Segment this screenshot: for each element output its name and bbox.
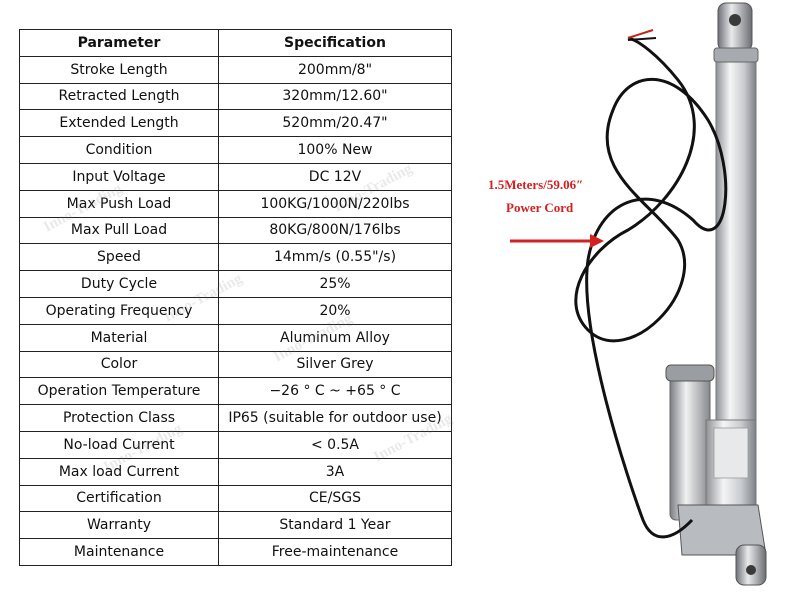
value-cell: 100KG/1000N/220lbs [218,189,452,218]
parameter-cell: Condition [19,136,219,164]
header-specification: Specification [218,29,452,57]
table-row: Operation Temperature−26 ° C ~ +65 ° C [19,377,452,406]
value-cell: 80KG/800N/176lbs [218,216,452,245]
parameter-cell: Stroke Length [19,55,219,84]
parameter-cell: Maintenance [19,538,219,566]
cord-name-label: Power Cord [506,200,574,215]
value-cell: −26 ° C ~ +65 ° C [218,377,452,406]
parameter-cell: Certification [19,484,219,513]
header-parameter: Parameter [19,29,219,57]
parameter-cell: Extended Length [19,109,219,138]
parameter-cell: Max Pull Load [19,216,219,245]
value-cell: 200mm/8" [218,55,452,84]
value-cell: CE/SGS [218,484,452,513]
value-cell: Free-maintenance [218,538,452,566]
value-cell: 320mm/12.60" [218,82,452,111]
value-cell: 3A [218,457,452,486]
linear-actuator-photo [510,2,767,586]
value-cell: Silver Grey [218,350,452,379]
value-cell: IP65 (suitable for outdoor use) [218,404,452,432]
parameter-cell: Input Voltage [19,162,219,191]
parameter-cell: Color [19,350,219,379]
value-cell: 25% [218,270,452,298]
value-cell: 520mm/20.47" [218,109,452,138]
value-cell: DC 12V [218,162,452,191]
parameter-cell: No-load Current [19,430,219,459]
cord-length-label: 1.5Meters/59.06″ [488,177,584,192]
parameter-cell: Operation Temperature [19,377,219,406]
value-cell: 14mm/s (0.55"/s) [218,243,452,272]
parameter-cell: Operating Frequency [19,296,219,325]
table-header-row: Parameter Specification [19,29,452,57]
value-cell: 100% New [218,136,452,164]
value-cell: Aluminum Alloy [218,323,452,352]
table-row: No-load Current< 0.5A [19,430,452,459]
parameter-cell: Material [19,323,219,352]
parameter-cell: Warranty [19,511,219,540]
parameter-cell: Protection Class [19,404,219,432]
parameter-cell: Max Push Load [19,189,219,218]
parameter-cell: Retracted Length [19,82,219,111]
value-cell: < 0.5A [218,430,452,459]
value-cell: Standard 1 Year [218,511,452,540]
parameter-cell: Duty Cycle [19,270,219,298]
parameter-cell: Speed [19,243,219,272]
value-cell: 20% [218,296,452,325]
parameter-cell: Max load Current [19,457,219,486]
